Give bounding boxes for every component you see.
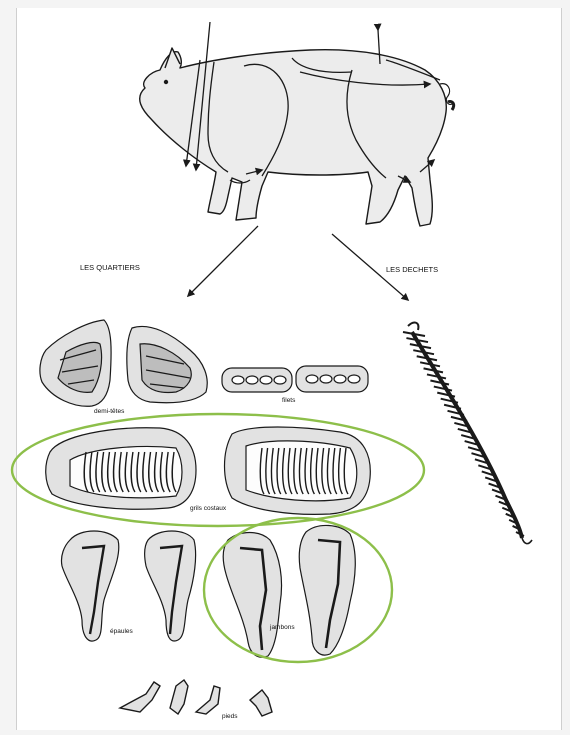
vertebra <box>437 393 455 397</box>
label-demi-tetes: demi-têtes <box>94 408 125 415</box>
demi-tetes-pieces <box>40 320 207 406</box>
label-quartiers: LES QUARTIERS <box>80 263 140 272</box>
spine-vertebrae <box>403 332 524 536</box>
filets-pieces <box>222 366 368 392</box>
label-dechets: LES DECHETS <box>386 265 438 274</box>
arrow-to-quartiers <box>188 226 258 296</box>
jambons-pieces <box>223 525 355 657</box>
label-filets: filets <box>282 397 296 404</box>
epaules-pieces <box>61 531 195 641</box>
pig-outline <box>140 48 447 226</box>
label-grils-costaux: grils costaux <box>190 505 227 512</box>
pieds-pieces <box>120 680 272 716</box>
label-jambons: jambons <box>269 624 295 631</box>
label-pieds: pieds <box>222 713 238 720</box>
label-epaules: épaules <box>110 628 134 635</box>
